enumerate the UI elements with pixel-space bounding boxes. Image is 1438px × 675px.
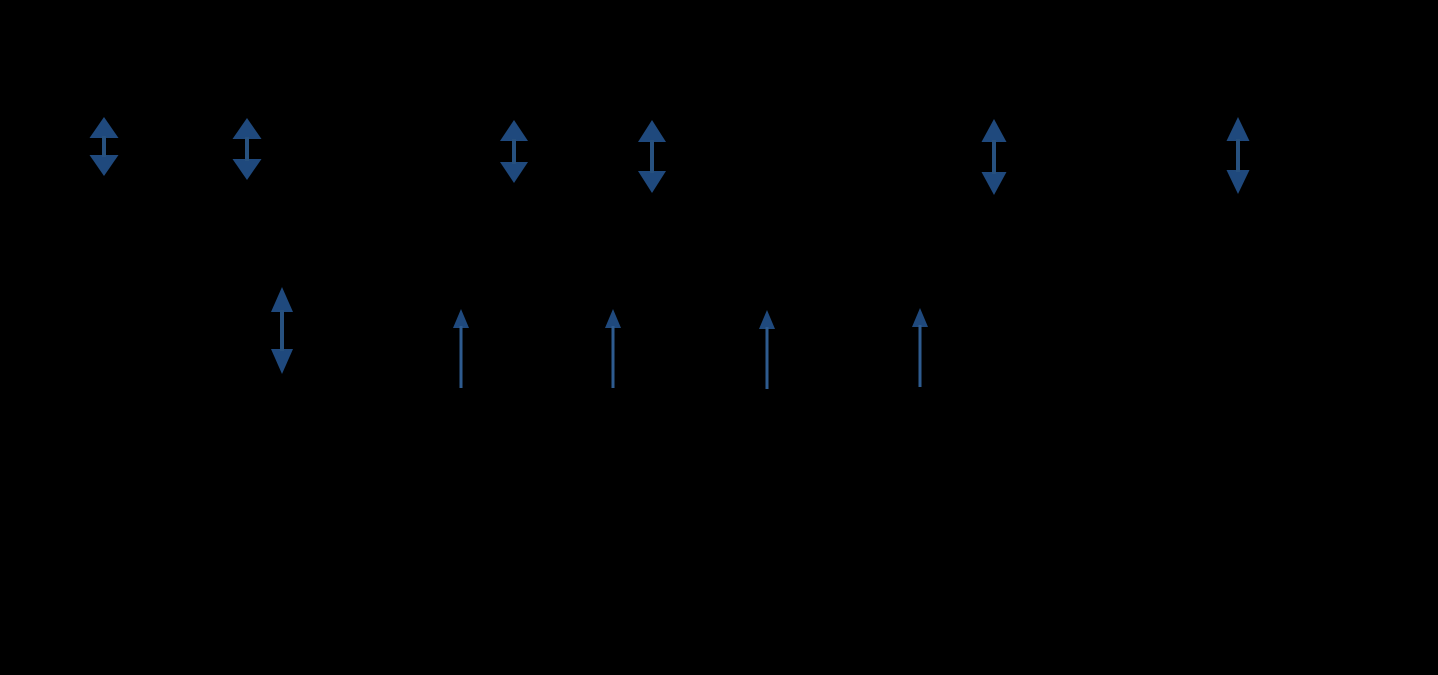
up-down-arrow-icon — [89, 117, 119, 176]
up-down-arrow-icon — [271, 287, 293, 374]
up-down-arrow-icon — [500, 120, 528, 183]
up-arrow-icon — [605, 309, 621, 388]
up-down-arrow-icon — [1226, 117, 1250, 194]
up-down-arrow-icon — [981, 119, 1007, 195]
up-arrow-icon — [912, 308, 928, 387]
up-down-arrow-icon — [638, 120, 666, 193]
up-arrow-icon — [759, 310, 775, 389]
up-arrow-icon — [453, 309, 469, 388]
up-down-arrow-icon — [232, 118, 262, 180]
